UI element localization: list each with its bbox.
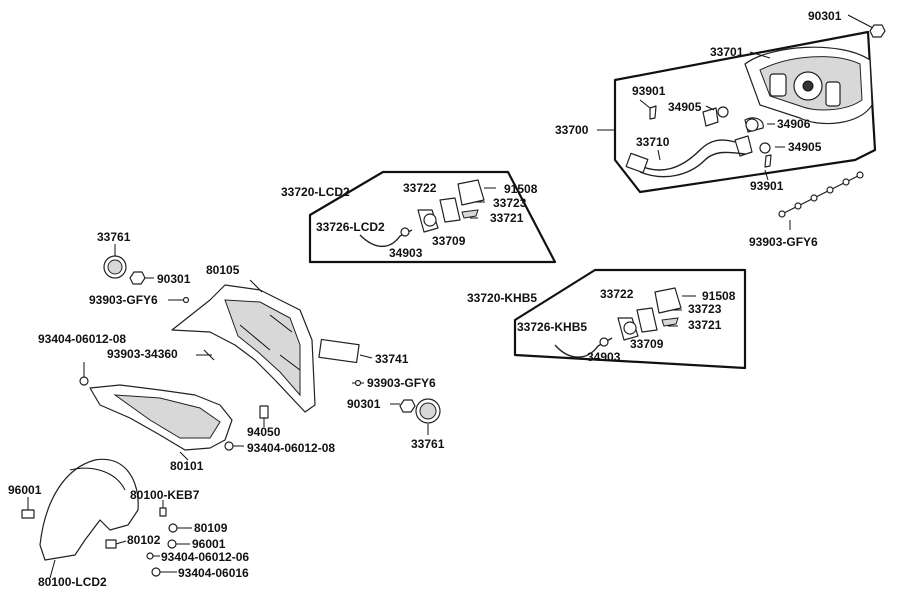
screw-93903-34360-drawing: [196, 349, 215, 361]
label-34905-a: 34905: [668, 100, 702, 114]
license-bracket-80105-drawing: [171, 279, 373, 413]
nut-90301-top-drawing: [847, 14, 886, 38]
headlight-group-outline: [613, 30, 877, 194]
label-33721-a: 33721: [490, 211, 524, 225]
harness-connector: [625, 152, 649, 174]
label-93404-06016: 93404-06016: [178, 566, 249, 580]
bolt-94050-drawing: [259, 405, 269, 427]
reflector-33761-top-drawing: [103, 244, 127, 279]
label-33722-b: 33722: [600, 287, 634, 301]
rear-fender-80101-drawing: [79, 362, 244, 461]
screw-strip-drawing: [778, 171, 864, 218]
label-33726-khb5: 33726-KHB5: [517, 320, 587, 334]
signal-light-lcd2-group: [308, 170, 557, 264]
label-33726-lcd2: 33726-LCD2: [316, 220, 385, 234]
label-91508-b: 91508: [702, 289, 736, 303]
reflector-33761-bottom-drawing: [390, 398, 441, 435]
screw-93903-gfy6-mid-drawing: [352, 379, 364, 387]
label-93404-06012-08-a: 93404-06012-08: [38, 332, 126, 346]
label-34906: 34906: [777, 117, 811, 131]
label-93901-a: 93901: [632, 84, 666, 98]
label-33741: 33741: [375, 352, 409, 366]
label-33700: 33700: [555, 123, 589, 137]
label-90301-mid: 90301: [347, 397, 381, 411]
signal-khb5-outline: [513, 268, 747, 370]
label-33761-top: 33761: [97, 230, 131, 244]
label-33722-a: 33722: [403, 181, 437, 195]
label-96001-left: 96001: [8, 483, 42, 497]
label-80109: 80109: [194, 521, 228, 535]
label-33710: 33710: [636, 135, 670, 149]
label-33701: 33701: [710, 45, 744, 59]
label-33709-b: 33709: [630, 337, 664, 351]
bulb-socket-drawings: [649, 105, 772, 168]
signal-light-khb5-group: [513, 268, 747, 370]
label-93903-gfy6-right: 93903-GFY6: [749, 235, 818, 249]
headlight-assembly-group: [597, 14, 886, 230]
nut-90301-left-drawing: [129, 271, 154, 285]
label-90301-top: 90301: [808, 9, 842, 23]
label-93404-06012-08-b: 93404-06012-08: [247, 441, 335, 455]
label-33720-lcd2: 33720-LCD2: [281, 185, 350, 199]
label-93903-gfy6-left: 93903-GFY6: [89, 293, 158, 307]
label-80100-keb7: 80100-KEB7: [130, 488, 200, 502]
headlight-wire-harness: [637, 139, 746, 178]
front-fender-80100-drawing: [21, 458, 192, 579]
label-93903-gfy6-mid: 93903-GFY6: [367, 376, 436, 390]
label-80105: 80105: [206, 263, 240, 277]
label-96001-right: 96001: [192, 537, 226, 551]
label-90301-left: 90301: [157, 272, 191, 286]
label-93901-b: 93901: [750, 179, 784, 193]
label-34905-b: 34905: [788, 140, 822, 154]
label-94050: 94050: [247, 425, 281, 439]
label-33720-khb5: 33720-KHB5: [467, 291, 537, 305]
label-80100-lcd2: 80100-LCD2: [38, 575, 107, 589]
label-33709-a: 33709: [432, 234, 466, 248]
label-93404-06012-06: 93404-06012-06: [161, 550, 249, 564]
screw-93903-gfy6-left-drawing: [168, 296, 190, 304]
signal-lcd2-outline: [308, 170, 557, 264]
label-34903-b: 34903: [587, 350, 621, 364]
label-33721-b: 33721: [688, 318, 722, 332]
label-33723-a: 33723: [493, 196, 527, 210]
label-93903-34360: 93903-34360: [107, 347, 178, 361]
label-80101: 80101: [170, 459, 204, 473]
label-33723-b: 33723: [688, 302, 722, 316]
label-34903-a: 34903: [389, 246, 423, 260]
callout-labels: 90301 33701 93901 34905 33700 34906 3371…: [8, 9, 842, 589]
headlight-housing-drawing: [744, 46, 873, 125]
label-33761-bottom: 33761: [411, 437, 445, 451]
label-80102: 80102: [127, 533, 161, 547]
label-91508-a: 91508: [504, 182, 538, 196]
